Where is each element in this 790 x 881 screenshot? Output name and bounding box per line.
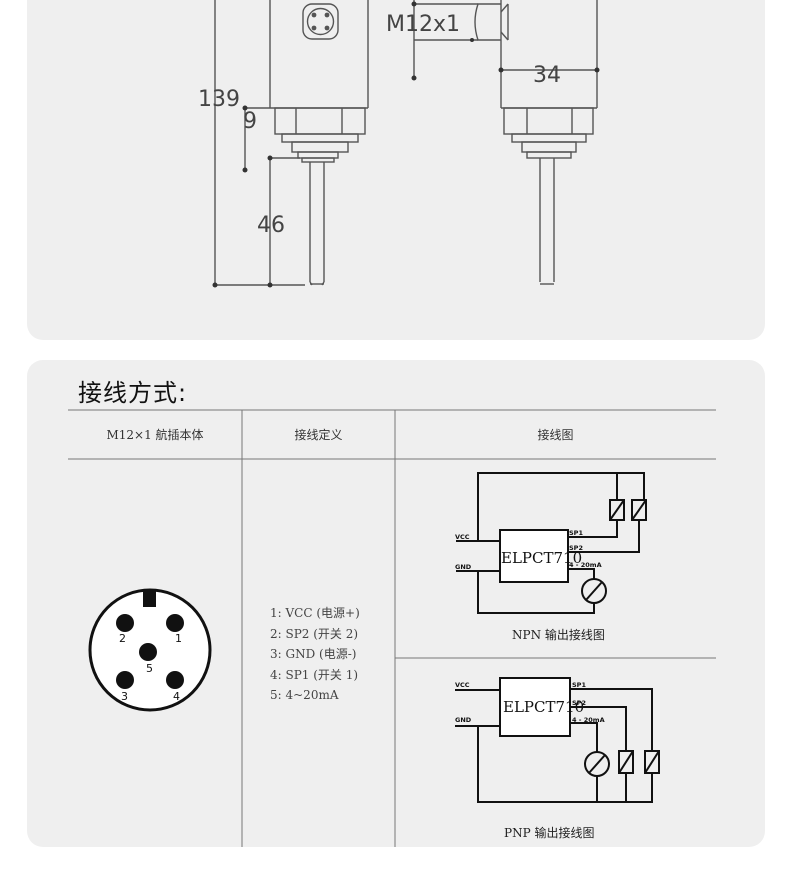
pin-definition: 2: SP2 (开关 2): [270, 626, 359, 641]
npn-sp2-label: SP2: [569, 544, 583, 552]
npn-vcc-label: VCC: [455, 533, 470, 541]
dim-46-label: 46: [257, 213, 285, 238]
pnp-sp2-label: SP2: [572, 699, 586, 707]
dimension-drawing: 139 9 46 M12x1 34: [198, 0, 600, 288]
pin-number-1: 1: [175, 632, 182, 645]
wiring-title: 接线方式:: [78, 379, 188, 407]
pin-definition: 5: 4~20mA: [270, 688, 339, 702]
header-diagram: 接线图: [537, 428, 574, 442]
pnp-caption: PNP 输出接线图: [504, 826, 595, 840]
npn-analog-label: 4 - 20mA: [569, 561, 602, 569]
pin-definition: 1: VCC (电源+): [270, 606, 360, 620]
npn-sp1-label: SP1: [569, 529, 583, 537]
pin-number-5: 5: [146, 662, 153, 675]
dim-9-label: 9: [243, 109, 257, 134]
pin-definition: 4: SP1 (开关 1): [270, 667, 359, 682]
pnp-device-label: ELPCT710: [503, 698, 584, 716]
pin-number-3: 3: [121, 690, 128, 703]
thread-label: M12x1: [386, 12, 460, 37]
pin-definition: 3: GND (电源-): [270, 647, 357, 661]
pnp-sp1-label: SP1: [572, 681, 586, 689]
connector-face: 2 1 5 3 4: [88, 588, 212, 712]
header-definition: 接线定义: [294, 428, 343, 442]
dimension-drawing-panel: [27, 0, 765, 340]
dim-width-label: 34: [533, 63, 561, 88]
pnp-gnd-label: GND: [455, 716, 472, 724]
header-connector: M12×1 航插本体: [106, 428, 204, 442]
pnp-analog-label: 4 - 20mA: [572, 716, 605, 724]
pin-number-2: 2: [119, 632, 126, 645]
npn-device-label: ELPCT710: [501, 549, 582, 567]
pnp-vcc-label: VCC: [455, 681, 470, 689]
npn-caption: NPN 输出接线图: [512, 628, 605, 642]
dim-height-label: 139: [198, 87, 240, 112]
pin-definition-list: 1: VCC (电源+) 2: SP2 (开关 2) 3: GND (电源-) …: [270, 603, 360, 706]
npn-gnd-label: GND: [455, 563, 472, 571]
pin-number-4: 4: [173, 690, 180, 703]
